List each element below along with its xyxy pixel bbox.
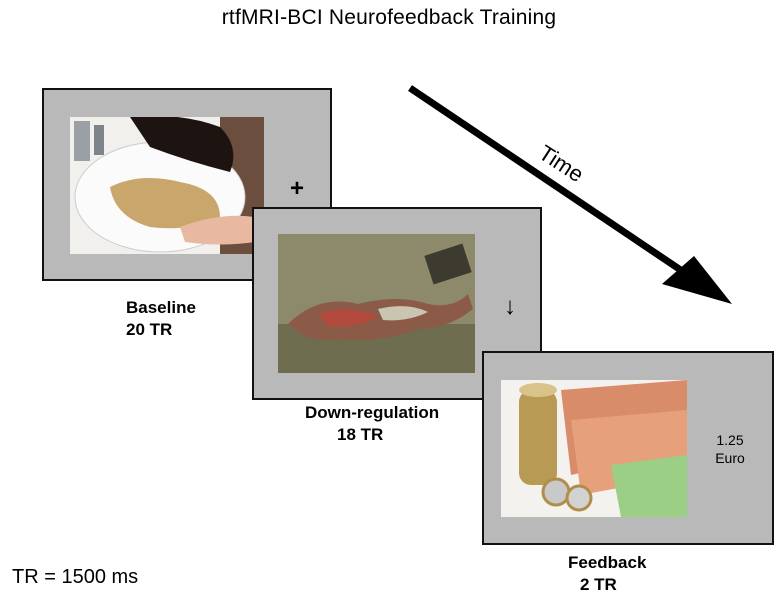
feedback-duration: 2 TR bbox=[580, 575, 617, 594]
down-regulation-screen: ↓ bbox=[252, 207, 542, 400]
feedback-label: Feedback 2 TR bbox=[568, 552, 646, 596]
feedback-name: Feedback bbox=[568, 553, 647, 572]
down-regulation-label: Down-regulation 18 TR bbox=[305, 402, 439, 446]
down-regulation-name: Down-regulation bbox=[305, 403, 440, 422]
coins-and-euro-notes-photo bbox=[501, 380, 687, 517]
tr-duration-note: TR = 1500 ms bbox=[12, 566, 139, 588]
feedback-amount: 1.25 bbox=[716, 432, 744, 448]
baseline-label: Baseline 20 TR bbox=[126, 297, 196, 341]
feedback-currency: Euro bbox=[715, 450, 745, 466]
baseline-duration: 20 TR bbox=[126, 320, 173, 339]
feedback-screen: 1.25 Euro bbox=[482, 351, 774, 545]
baseline-name: Baseline bbox=[126, 298, 196, 317]
fixation-cross-symbol: + bbox=[289, 175, 304, 202]
animal-carcass-photo bbox=[278, 234, 475, 373]
sink-with-crackers-photo bbox=[70, 117, 264, 254]
feedback-reward: 1.25 Euro bbox=[706, 431, 754, 467]
diagram-title: rtfMRI-BCI Neurofeedback Training bbox=[221, 6, 557, 29]
baseline-screen: + bbox=[42, 88, 332, 281]
down-arrow-symbol: ↓ bbox=[504, 293, 516, 320]
down-regulation-duration: 18 TR bbox=[337, 425, 384, 444]
